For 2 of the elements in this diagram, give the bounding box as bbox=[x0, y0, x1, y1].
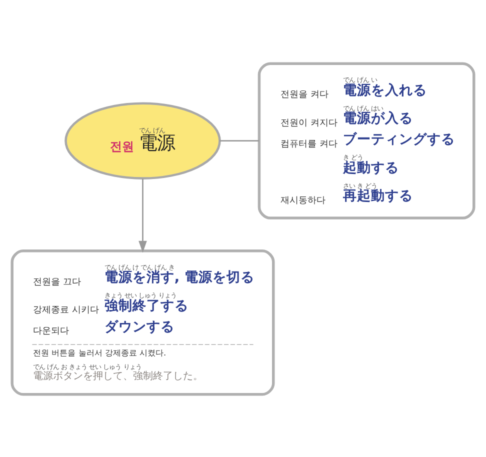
connector bbox=[220, 140, 259, 142]
arrow bbox=[138, 178, 147, 252]
